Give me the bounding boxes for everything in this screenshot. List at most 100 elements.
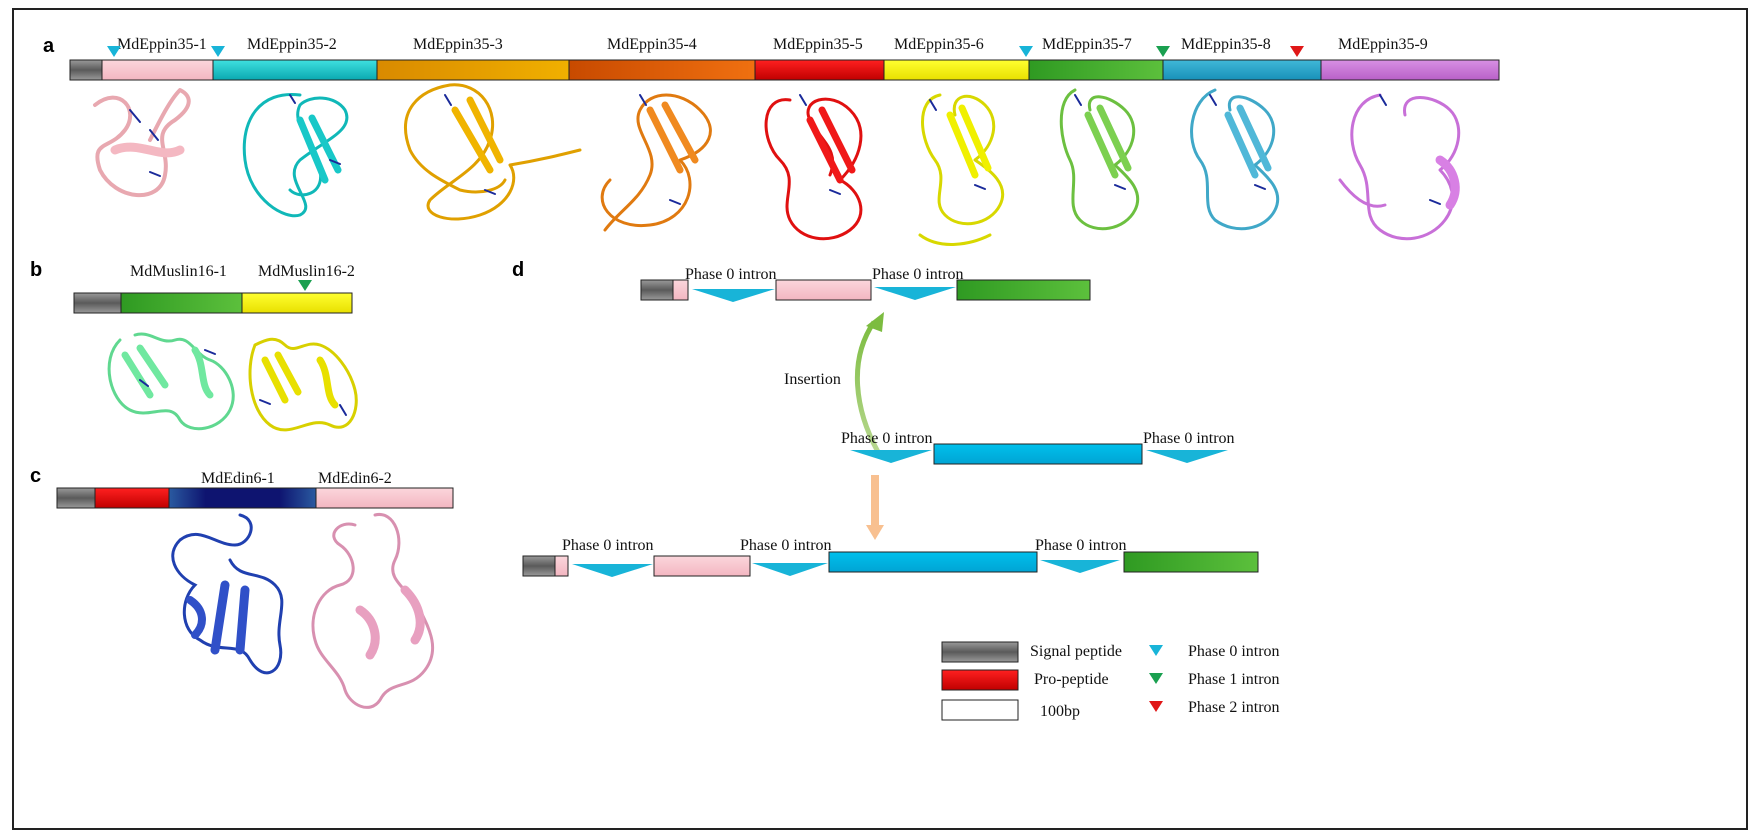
propeptide-segment bbox=[94, 487, 170, 509]
exon-blue bbox=[933, 443, 1143, 465]
gene-model-insert: Phase 0 intron Phase 0 intron bbox=[841, 430, 1235, 465]
label-eppin35-2: MdEppin35-2 bbox=[247, 36, 337, 53]
intron-label: Phase 0 intron bbox=[1143, 430, 1235, 447]
phase0-intron-marker bbox=[1040, 560, 1120, 573]
structure-eppin35-3 bbox=[404, 83, 582, 221]
domain-bar-eppin35-6 bbox=[883, 59, 1030, 81]
structure-eppin35-9 bbox=[1338, 93, 1461, 241]
phase0-intron-marker bbox=[874, 287, 956, 300]
intron-label: Phase 0 intron bbox=[1035, 537, 1127, 554]
legend-swatch-signal bbox=[941, 641, 1019, 663]
panel-c-letter: c bbox=[30, 465, 41, 487]
signal-peptide-segment bbox=[640, 279, 674, 301]
label-eppin35-7: MdEppin35-7 bbox=[1042, 36, 1132, 53]
legend-phase0-marker bbox=[1149, 645, 1163, 656]
label-eppin35-8: MdEppin35-8 bbox=[1181, 36, 1271, 53]
phase0-intron-marker bbox=[107, 46, 121, 57]
structure-edin6-1 bbox=[171, 513, 284, 675]
legend-pro-label: Pro-peptide bbox=[1034, 671, 1109, 688]
structure-muslin16-2 bbox=[248, 337, 358, 432]
exon-pink bbox=[554, 555, 569, 577]
label-eppin35-9: MdEppin35-9 bbox=[1338, 36, 1428, 53]
label-eppin35-5: MdEppin35-5 bbox=[773, 36, 863, 53]
signal-peptide-segment bbox=[56, 487, 96, 509]
structure-eppin35-4 bbox=[600, 93, 712, 232]
label-edin6-2: MdEdin6-2 bbox=[318, 470, 392, 487]
figure-frame bbox=[12, 8, 1748, 830]
legend-phase1-marker bbox=[1149, 673, 1163, 684]
legend: Signal peptide Pro-peptide 100bp Phase 0… bbox=[941, 641, 1280, 721]
legend-phase1-label: Phase 1 intron bbox=[1188, 671, 1280, 688]
phase2-intron-marker bbox=[1290, 46, 1304, 57]
phase1-intron-marker bbox=[1156, 46, 1170, 57]
structure-muslin16-1 bbox=[107, 332, 235, 431]
domain-bar-edin6-2 bbox=[315, 487, 454, 509]
domain-bar-eppin35-4 bbox=[568, 59, 756, 81]
domain-bar-eppin35-3 bbox=[376, 59, 570, 81]
legend-swatch-propeptide bbox=[941, 669, 1019, 691]
domain-bar-eppin35-9 bbox=[1320, 59, 1500, 81]
panel-d: d Phase 0 intron Phase 0 intron Insertio… bbox=[512, 259, 1259, 577]
phase0-intron-marker bbox=[1019, 46, 1033, 57]
intron-label: Phase 0 intron bbox=[740, 537, 832, 554]
panel-d-letter: d bbox=[512, 259, 524, 281]
gene-model-bottom: Phase 0 intron Phase 0 intron Phase 0 in… bbox=[522, 537, 1259, 577]
domain-bar-eppin35-8 bbox=[1162, 59, 1322, 81]
structure-eppin35-6 bbox=[918, 93, 1005, 246]
domain-bar-eppin35-7 bbox=[1028, 59, 1164, 81]
gene-model-top: Phase 0 intron Phase 0 intron bbox=[640, 266, 1091, 302]
label-edin6-1: MdEdin6-1 bbox=[201, 470, 275, 487]
domain-bar-muslin16-1 bbox=[120, 292, 243, 314]
label-muslin16-2: MdMuslin16-2 bbox=[258, 263, 355, 280]
label-eppin35-6: MdEppin35-6 bbox=[894, 36, 984, 53]
legend-signal-label: Signal peptide bbox=[1030, 643, 1122, 660]
legend-phase0-label: Phase 0 intron bbox=[1188, 643, 1280, 660]
label-muslin16-1: MdMuslin16-1 bbox=[130, 263, 227, 280]
signal-peptide-segment bbox=[69, 59, 103, 81]
legend-swatch-scale bbox=[941, 699, 1019, 721]
phase1-intron-marker bbox=[298, 280, 312, 291]
exon-blue bbox=[828, 551, 1038, 573]
legend-scale-label: 100bp bbox=[1040, 703, 1080, 720]
exon-pink bbox=[653, 555, 751, 577]
phase0-intron-marker bbox=[850, 450, 932, 463]
phase0-intron-marker bbox=[1146, 450, 1228, 463]
structure-eppin35-7 bbox=[1059, 88, 1139, 231]
legend-phase2-marker bbox=[1149, 701, 1163, 712]
intron-label: Phase 0 intron bbox=[872, 266, 964, 283]
label-eppin35-4: MdEppin35-4 bbox=[607, 36, 697, 53]
signal-peptide-segment bbox=[522, 555, 556, 577]
intron-label: Phase 0 intron bbox=[562, 537, 654, 554]
structure-eppin35-8 bbox=[1190, 88, 1279, 231]
panel-c: c MdEdin6-1 MdEdin6-2 bbox=[30, 465, 454, 709]
legend-phase2-label: Phase 2 intron bbox=[1188, 699, 1280, 716]
exon-pink bbox=[775, 279, 872, 301]
domain-bar-eppin35-2 bbox=[212, 59, 378, 81]
exon-pink bbox=[672, 279, 689, 301]
panel-b: b MdMuslin16-1 MdMuslin16-2 bbox=[30, 259, 358, 432]
domain-bar-eppin35-5 bbox=[754, 59, 885, 81]
insertion-label: Insertion bbox=[784, 371, 841, 388]
domain-bar-muslin16-2 bbox=[241, 292, 353, 314]
result-arrow bbox=[866, 475, 884, 540]
phase0-intron-marker bbox=[211, 46, 225, 57]
structure-eppin35-1 bbox=[93, 88, 191, 198]
domain-bar-eppin35-1 bbox=[101, 59, 214, 81]
intron-label: Phase 0 intron bbox=[685, 266, 777, 283]
label-eppin35-3: MdEppin35-3 bbox=[413, 36, 503, 53]
phase0-intron-marker bbox=[692, 289, 775, 302]
panel-b-letter: b bbox=[30, 259, 42, 281]
phase0-intron-marker bbox=[752, 563, 828, 576]
phase0-intron-marker bbox=[572, 564, 653, 577]
structure-eppin35-2 bbox=[242, 92, 349, 218]
panel-a: a MdEppin35-1 MdEppin35-2 MdEppin35-3 Md… bbox=[43, 35, 1500, 246]
domain-bar-edin6-1 bbox=[168, 487, 317, 509]
label-eppin35-1: MdEppin35-1 bbox=[117, 36, 207, 53]
panel-a-letter: a bbox=[43, 35, 55, 57]
structure-edin6-2 bbox=[311, 513, 435, 709]
exon-green bbox=[956, 279, 1091, 301]
intron-label: Phase 0 intron bbox=[841, 430, 933, 447]
insertion-arrow bbox=[854, 312, 884, 454]
signal-peptide-segment bbox=[73, 292, 122, 314]
